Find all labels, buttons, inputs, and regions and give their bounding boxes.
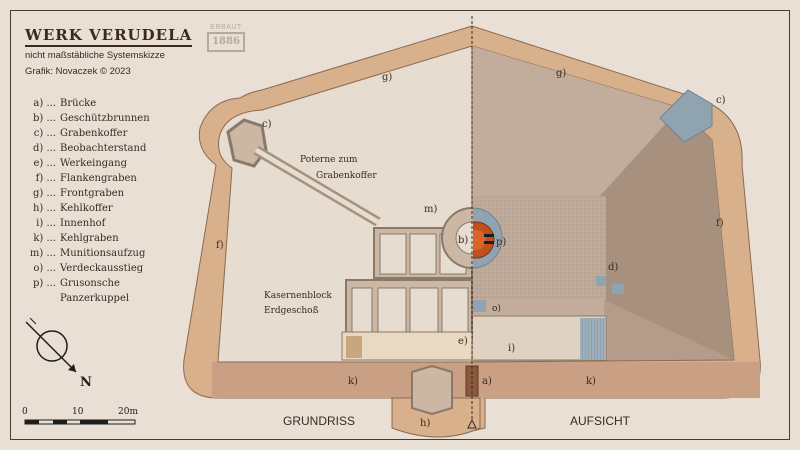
marker-i: i) xyxy=(508,343,515,354)
cover-exit xyxy=(473,300,486,312)
caption-aufsicht: AUFSICHT xyxy=(570,414,631,428)
gun-barrel-1 xyxy=(484,234,494,237)
scale-label-10: 10 xyxy=(72,407,84,417)
marker-a: a) xyxy=(482,376,492,387)
grundriss-side xyxy=(217,45,473,416)
marker-c-right: c) xyxy=(716,95,726,106)
legend-item: o) ...Verdeckausstieg xyxy=(33,263,144,274)
construction-year-stamp: ERBAUT 1886 xyxy=(206,24,246,64)
legend-item: d) ...Beobachterstand xyxy=(32,143,147,154)
courtyard-stairs xyxy=(580,318,606,360)
legend: a) ...Brücke b) ...Geschützbrunnen c) ..… xyxy=(24,96,180,306)
scale-label-20: 20m xyxy=(118,407,138,417)
marker-k-left: k) xyxy=(348,376,358,387)
grabenkoffer-right xyxy=(659,89,713,143)
legend-item: g) ...Frontgraben xyxy=(32,188,125,199)
north-arrow-icon xyxy=(25,317,77,373)
legend-item: k) ...Kehlgraben xyxy=(33,233,119,244)
marker-p: p) xyxy=(496,237,506,248)
marker-k-right: k) xyxy=(586,376,596,387)
legend-item: m) ...Munitionsaufzug xyxy=(29,248,146,259)
drawing-credit: Grafik: Novaczek © 2023 xyxy=(25,66,131,77)
stair-block xyxy=(346,336,362,358)
marker-g-left: g) xyxy=(382,72,392,83)
annotation-kaserne-line2: Erdgeschoß xyxy=(264,306,319,316)
legend-item: b) ...Geschützbrunnen xyxy=(32,113,150,124)
drawing-subtitle: nicht maßstäbliche Systemskizze xyxy=(25,50,165,61)
legend-item: a) ...Brücke xyxy=(33,98,97,109)
marker-m: m) xyxy=(424,204,437,215)
marker-d: d) xyxy=(608,262,618,273)
legend-item: c) ...Grabenkoffer xyxy=(33,128,128,139)
marker-o: o) xyxy=(492,303,501,314)
caption-grundriss: GRUNDRISS xyxy=(283,414,355,428)
annotation-kaserne-line1: Kasernenblock xyxy=(264,291,332,301)
observation-post-b xyxy=(612,284,624,294)
observation-post-a xyxy=(596,276,606,286)
legend-item: h) ...Kehlkoffer xyxy=(32,203,113,214)
axis-marker-icon xyxy=(467,418,477,429)
marker-f-left: f) xyxy=(216,240,224,251)
stamp-label: ERBAUT xyxy=(210,24,242,31)
stamp-year: 1886 xyxy=(207,32,245,52)
gun-barrel-2 xyxy=(484,241,494,244)
kehlgraben-strip xyxy=(212,362,760,398)
marker-c-left: c) xyxy=(262,119,272,130)
legend-item: e) ...Werkeingang xyxy=(33,158,127,169)
kehlkoffer-rooms xyxy=(411,364,453,416)
legend-item: p) ...Grusonsche Panzerkuppel xyxy=(32,278,130,304)
scale-bar xyxy=(24,419,136,425)
drawing-title: WERK VERUDELA xyxy=(25,26,193,47)
legend-item: f) ...Flankengraben xyxy=(35,173,137,184)
aufsicht-side xyxy=(473,45,735,363)
entrance-corridor xyxy=(341,331,473,361)
marker-g-right: g) xyxy=(556,68,566,79)
marker-e: e) xyxy=(458,336,468,347)
north-label: N xyxy=(80,375,92,390)
marker-b: b) xyxy=(458,235,468,246)
annotation-poterne-line1: Poterne zum xyxy=(300,155,358,165)
scale-label-0: 0 xyxy=(22,407,28,417)
marker-f-right: f) xyxy=(716,218,724,229)
annotation-poterne-line2: Grabenkoffer xyxy=(316,171,377,181)
marker-h: h) xyxy=(420,418,430,429)
grabenkoffer-left xyxy=(226,118,268,168)
legend-item: i) ...Innenhof xyxy=(36,218,106,229)
